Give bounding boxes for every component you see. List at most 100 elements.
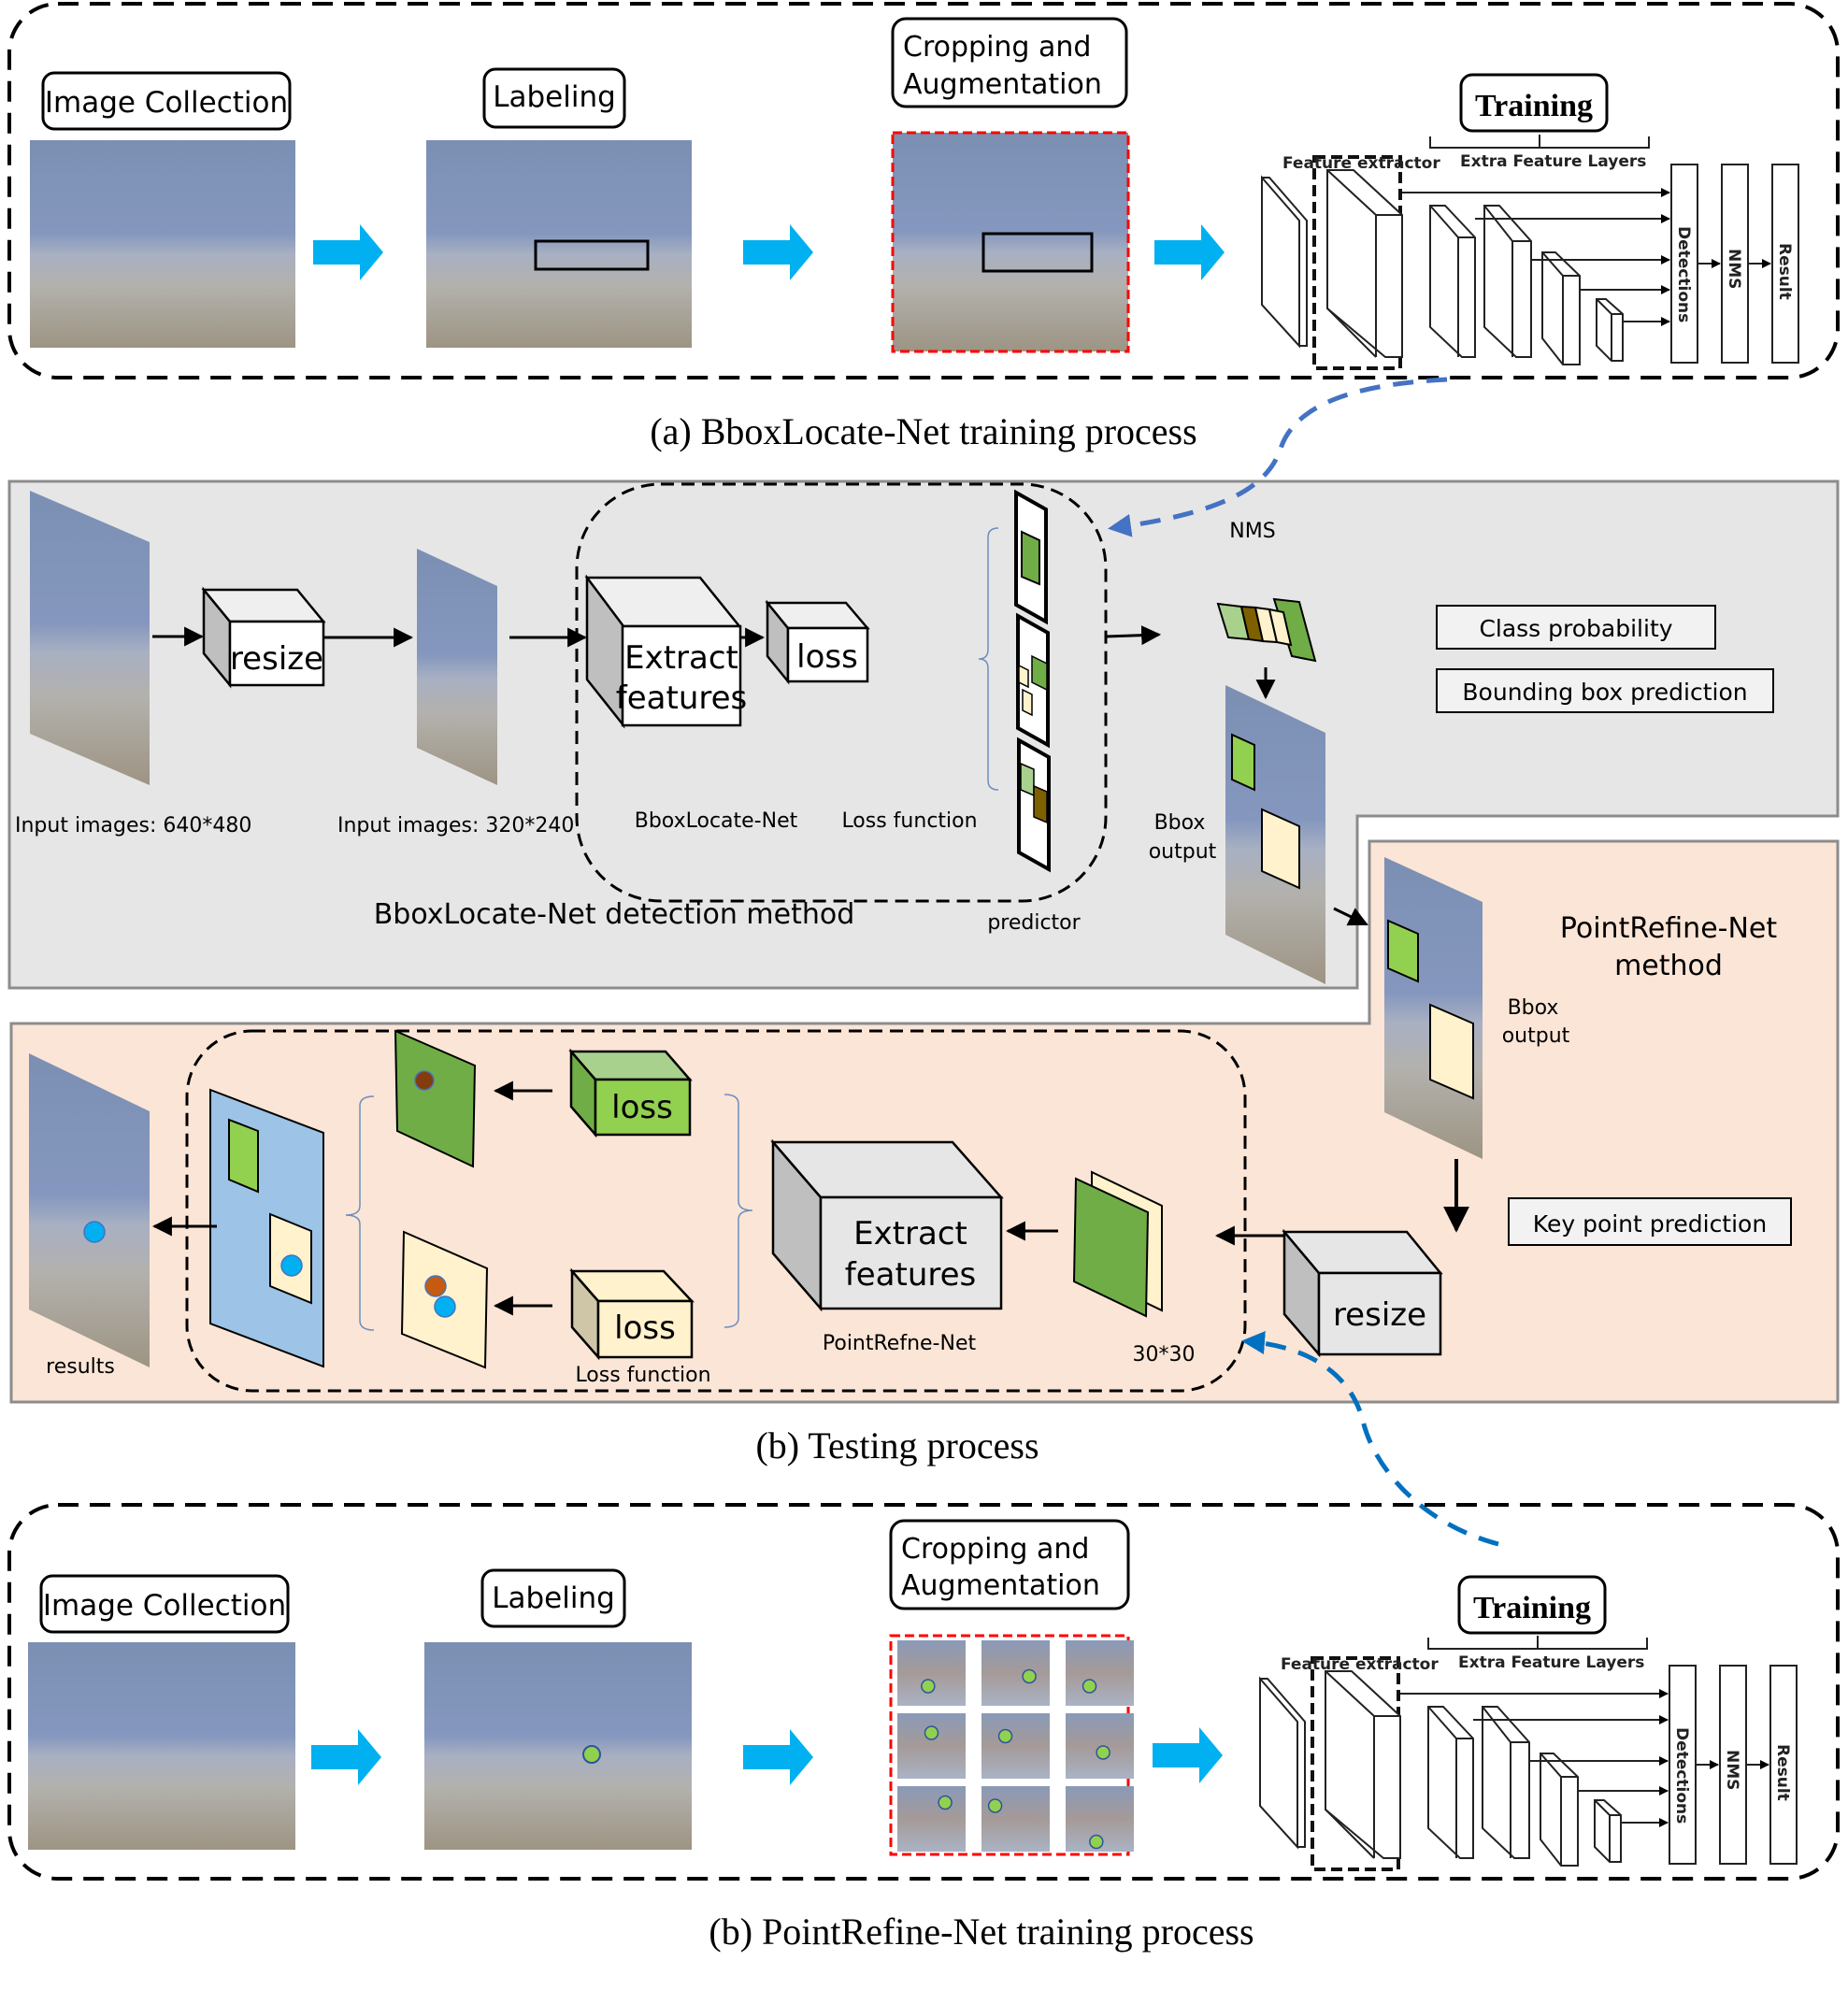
input-320-label: Input images: 320*240 — [337, 814, 574, 837]
legend-key-point-label: Key point prediction — [1533, 1210, 1767, 1238]
sample-image-raw — [30, 140, 295, 348]
step-cropping-label-line1: Cropping and — [903, 31, 1091, 64]
predictor-bracket — [978, 527, 999, 791]
detections-label: Detections — [1674, 226, 1693, 322]
sample-image-labeled-b — [424, 1642, 692, 1850]
crop-keypoint — [938, 1795, 953, 1810]
extract-features-block-point: Extract features — [770, 1138, 1004, 1312]
step-labeling — [482, 67, 626, 129]
ssd-network-a: Feature extractor Extra Feature Layers D… — [1262, 135, 1798, 368]
crop-keypoint — [1096, 1745, 1110, 1760]
feature-extractor-label-b: Feature extractor — [1281, 1655, 1439, 1674]
keypoint-annotation — [582, 1745, 601, 1764]
legend-bounding-box — [1436, 668, 1774, 713]
step-image-collection-b-label: Image Collection — [43, 1589, 286, 1623]
crop-tile — [897, 1640, 966, 1706]
step-cropping-b-line1: Cropping and — [901, 1533, 1089, 1566]
flow-arrow-b2 — [743, 1729, 813, 1785]
flow-arrow-3 — [1154, 224, 1225, 280]
legend-bounding-box-label: Bounding box prediction — [1462, 679, 1747, 706]
cropped-image — [891, 131, 1130, 353]
caption-b-testing: (b) Testing process — [755, 1424, 1039, 1467]
extract-features-point-1: Extract — [853, 1215, 967, 1252]
feature-extractor-label: Feature extractor — [1282, 154, 1440, 173]
keypoint-map-top — [394, 1029, 477, 1168]
crop-tile — [897, 1713, 966, 1779]
crop-keypoint — [921, 1679, 936, 1694]
bboxlocate-training-panel: Image Collection Labeling Cropping and A… — [7, 2, 1840, 379]
bbox-output-label-2: output — [1149, 840, 1217, 864]
extra-layers-label: Extra Feature Layers — [1460, 152, 1646, 171]
loss-block-bottom: loss — [569, 1267, 695, 1361]
crop-bbox-annotation — [981, 232, 1094, 273]
bboxlocate-detection-content: Input images: 640*480 resize Input image… — [15, 482, 1774, 984]
results-label: results — [46, 1355, 115, 1379]
bboxlocate-net-label: BboxLocate-Net — [635, 809, 798, 833]
step-image-collection-b — [39, 1574, 290, 1634]
predictor-maps — [1014, 489, 1051, 873]
legend-key-point — [1508, 1197, 1792, 1246]
detections-label-b: Detections — [1672, 1727, 1691, 1824]
result-label-b: Result — [1773, 1744, 1792, 1801]
nms-stack-icon — [1216, 597, 1317, 663]
crop-tile — [1066, 1640, 1134, 1706]
loss-label-bottom: loss — [614, 1309, 676, 1347]
link-training-b-to-pointrefine — [1241, 1331, 1499, 1547]
step-cropping-augmentation-b — [889, 1519, 1130, 1610]
loss-bracket-left — [345, 1095, 375, 1331]
sample-image-labeled — [426, 140, 692, 348]
extra-layers-label-b: Extra Feature Layers — [1458, 1653, 1644, 1672]
crop-tile — [981, 1713, 1050, 1779]
step-training-label: Training — [1475, 89, 1593, 123]
nms-label-testing: NMS — [1229, 520, 1275, 543]
loss-function-label-point: Loss function — [575, 1364, 710, 1387]
predicted-keypoint — [83, 1221, 106, 1243]
step-labeling-label: Labeling — [493, 80, 616, 114]
flow-arrow-2 — [743, 224, 813, 280]
crop-keypoint — [997, 1728, 1013, 1744]
step-image-collection-label: Image Collection — [45, 86, 288, 120]
augmented-crops-grid — [889, 1634, 1130, 1856]
crop-tile — [897, 1786, 966, 1852]
crop-30x30 — [1072, 1170, 1163, 1318]
bbox-output-point-label-1: Bbox — [1508, 996, 1559, 1020]
link-training-a-to-predictor — [1108, 377, 1448, 537]
step-training-b — [1457, 1575, 1607, 1635]
bboxlocate-method-title: BboxLocate-Net detection method — [374, 898, 855, 931]
sample-image-raw-b — [28, 1642, 295, 1850]
loss-block-bbox: loss — [765, 599, 870, 685]
flow-arrow-b1 — [311, 1729, 381, 1785]
bbox-annotation — [534, 239, 650, 271]
step-cropping-label-line2: Augmentation — [903, 68, 1102, 101]
step-cropping-b-line2: Augmentation — [901, 1569, 1100, 1602]
step-labeling-b — [480, 1568, 626, 1628]
extract-features-block-bbox: Extract features — [584, 574, 747, 729]
pointrefine-title-1: PointRefine-Net — [1560, 912, 1778, 945]
ssd-network-b: Feature extractor Extra Feature Layers D… — [1260, 1636, 1797, 1869]
crop-keypoint — [1089, 1834, 1104, 1850]
bboxlocate-net-boundary — [575, 482, 1108, 903]
extract-features-point-2: features — [845, 1256, 976, 1294]
crop-keypoint — [924, 1725, 939, 1740]
resize-label-point: resize — [1333, 1296, 1426, 1334]
crop-keypoint — [1022, 1668, 1037, 1684]
pointrefine-method-content: PointRefine-Net method Bbox output Key p… — [29, 857, 1792, 1393]
input-image-640 — [30, 491, 150, 785]
flow-arrow-b3 — [1153, 1727, 1223, 1783]
loss-block-top: loss — [568, 1048, 693, 1138]
augmented-crop-tiles — [897, 1640, 1134, 1852]
legend-class-probability — [1436, 605, 1716, 650]
predictor-label: predictor — [987, 911, 1081, 935]
pointrefine-net-label: PointRefne-Net — [823, 1332, 977, 1355]
step-training-b-label: Training — [1473, 1591, 1591, 1625]
loss-label-bbox: loss — [796, 638, 858, 676]
loss-label-top: loss — [611, 1089, 673, 1126]
crop-tile — [981, 1640, 1050, 1706]
bbox-output-label-1: Bbox — [1154, 811, 1206, 835]
legend-class-probability-label: Class probability — [1479, 615, 1672, 642]
crop-tile — [981, 1786, 1050, 1852]
pointrefine-title-2: method — [1614, 950, 1723, 982]
input-640-label: Input images: 640*480 — [15, 814, 251, 837]
input-image-320 — [417, 549, 497, 785]
